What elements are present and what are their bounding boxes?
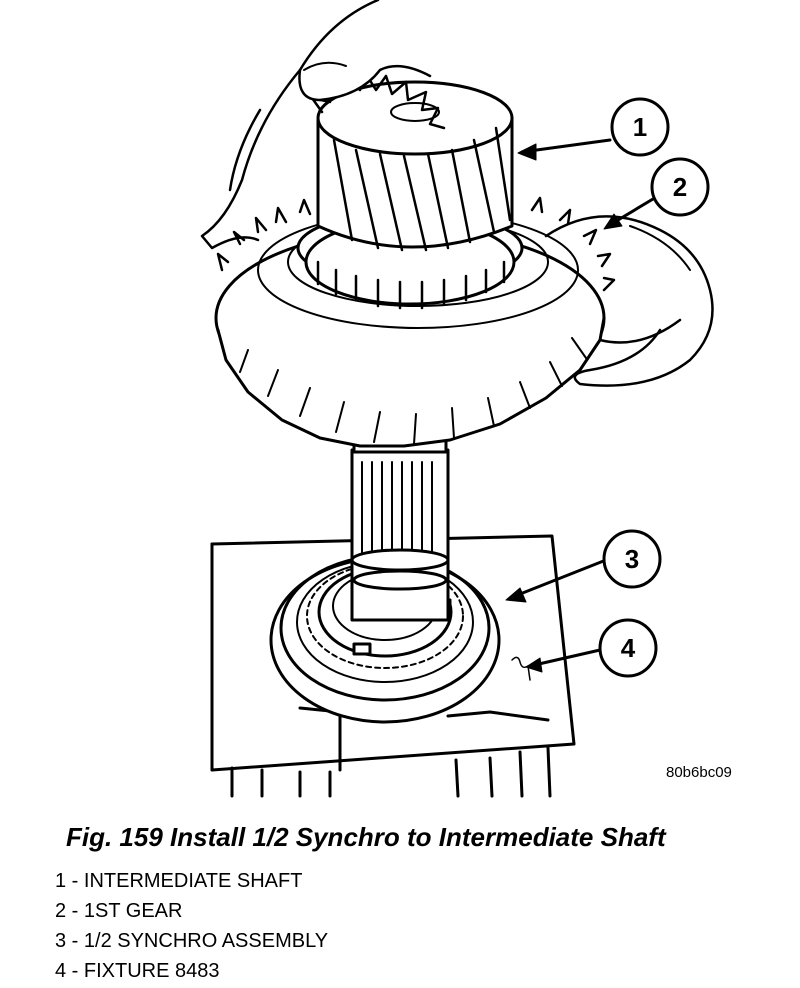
technical-illustration: 1 2 3 4: [200, 0, 714, 798]
legend-item: 2 - 1ST GEAR: [55, 900, 183, 922]
callout-4-number: 4: [621, 633, 636, 663]
callout-3-number: 3: [625, 544, 639, 574]
callout-2: 2: [650, 157, 710, 217]
pinion-gear: [310, 72, 514, 252]
callout-1-number: 1: [633, 112, 647, 142]
leader-3: [508, 558, 608, 600]
leader-4: [528, 648, 602, 668]
legend-list: 1 - INTERMEDIATE SHAFT 2 - 1ST GEAR 3 - …: [55, 866, 328, 986]
legend-item: 4 - FIXTURE 8483: [55, 960, 220, 982]
technician-hands: [200, 0, 714, 387]
legend-item: 3 - 1/2 SYNCHRO ASSEMBLY: [55, 930, 329, 952]
callout-2-number: 2: [673, 172, 687, 202]
callout-3: 3: [602, 529, 662, 589]
legend-item: 1 - INTERMEDIATE SHAFT: [55, 870, 303, 892]
leader-1: [520, 138, 612, 154]
image-code: 80b6bc09: [666, 764, 732, 781]
figure-caption: Fig. 159 Install 1/2 Synchro to Intermed…: [66, 822, 666, 852]
callout-4: 4: [598, 618, 658, 678]
callout-1: 1: [610, 97, 670, 157]
leader-lines: [505, 138, 660, 673]
